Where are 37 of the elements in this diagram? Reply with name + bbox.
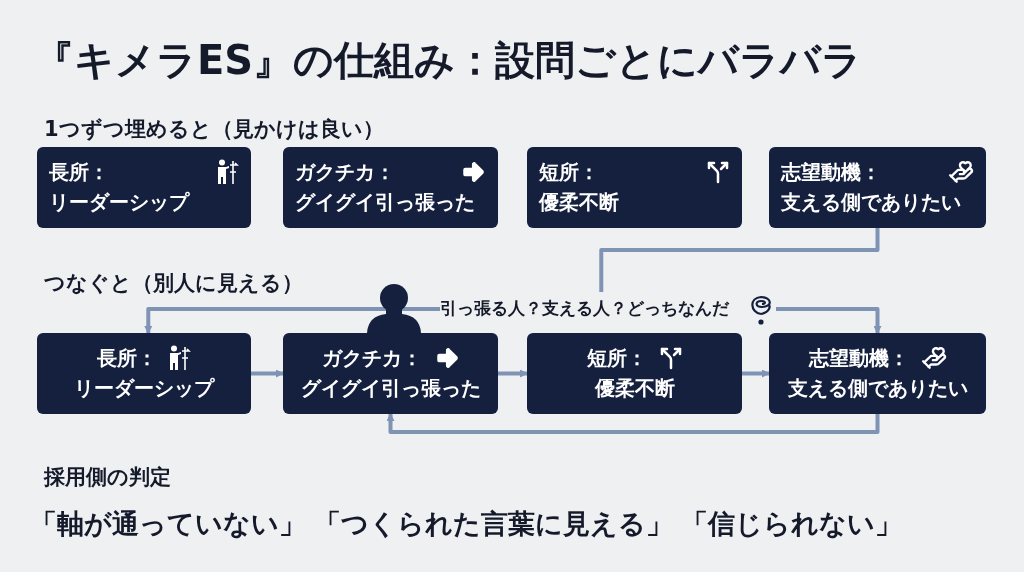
- title: 『キメラES』の仕組み：設問ごとにバラバラ: [34, 36, 863, 85]
- section-heading: 1つずつ埋めると（見かけは良い）: [44, 116, 384, 143]
- process-box: [527, 333, 742, 414]
- box-text: グイグイ引っ張った: [300, 374, 481, 402]
- box-text: 支える側でありたい: [781, 188, 962, 216]
- box-heading: 短所：: [586, 344, 647, 372]
- connector-arrow: [144, 307, 440, 334]
- box-heading: 長所：: [97, 344, 157, 372]
- box-text: 優柔不断: [594, 374, 675, 402]
- verdict-quote: 「つくられた言葉に見える」: [314, 507, 673, 541]
- box-heading: ガクチカ：: [295, 158, 395, 186]
- box-heading: ガクチカ：: [321, 344, 422, 372]
- process-box: [769, 333, 986, 414]
- process-box: [283, 147, 498, 228]
- section-heading: 採用側の判定: [44, 464, 171, 491]
- process-box: [37, 147, 251, 228]
- box-text: リーダーシップ: [74, 374, 214, 402]
- connector-arrow: [742, 369, 770, 378]
- box-text: リーダーシップ: [49, 188, 191, 216]
- process-box: [527, 147, 742, 228]
- process-box: [769, 147, 986, 228]
- connector-arrow: [386, 413, 880, 434]
- box-heading: 志望動機：: [781, 158, 881, 186]
- section-heading: つなぐと（別人に見える）: [44, 270, 303, 297]
- connector-arrow: [776, 307, 882, 334]
- box-heading: 長所：: [49, 158, 109, 186]
- box-heading: 志望動機：: [808, 344, 909, 372]
- box-text: 優柔不断: [539, 188, 620, 216]
- box-text: 支える側でありたい: [787, 374, 968, 402]
- verdict-quote: 「軸が通っていない」: [30, 507, 306, 541]
- box-heading: 短所：: [539, 158, 599, 186]
- process-box: [37, 333, 251, 414]
- box-text: グイグイ引っ張った: [295, 188, 476, 216]
- connector-arrow: [251, 369, 284, 378]
- connector-arrow: [498, 369, 528, 378]
- verdict-quote: 「信じられない」: [681, 507, 902, 541]
- question-text: 引っ張る人？支える人？どっちなんだ: [440, 297, 729, 321]
